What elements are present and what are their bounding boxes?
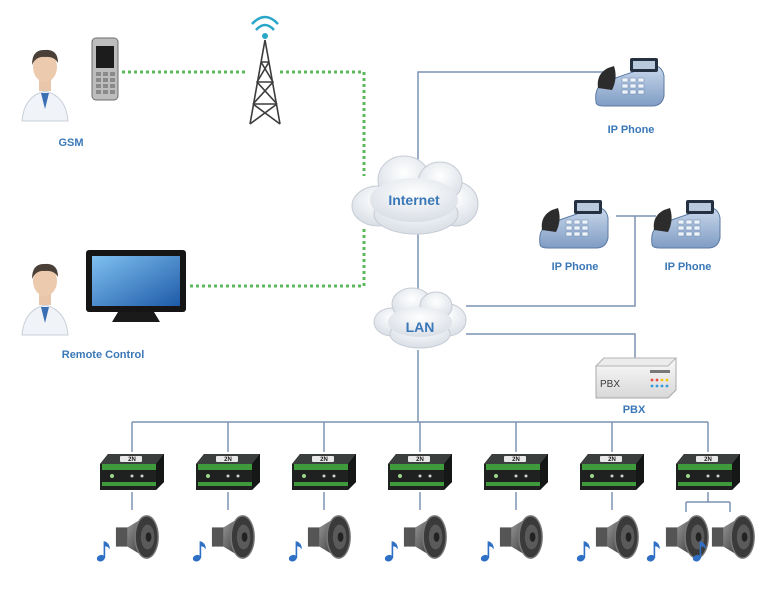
music-note-icon	[384, 541, 398, 563]
device-badge-text: 2N	[128, 457, 136, 463]
audio-device-7: 2N	[646, 454, 755, 563]
audio-devices: 2N 2N 2N 2N 2N 2N 2N	[96, 454, 755, 563]
gsm-label: GSM	[58, 137, 83, 149]
music-note-icon	[576, 541, 590, 563]
ip-phone-icon	[595, 57, 665, 107]
device-badge-text: 2N	[224, 457, 232, 463]
ip-phone-top-label: IP Phone	[608, 124, 655, 136]
speaker-icon	[403, 515, 447, 559]
audio-device-1: 2N	[96, 454, 164, 563]
wireless-links	[122, 70, 366, 288]
ip-phone-mid-left: IP Phone	[539, 199, 609, 273]
device-badge-text: 2N	[416, 457, 424, 463]
tower-to-internet-link	[280, 70, 366, 176]
music-note-icon	[96, 541, 110, 563]
speaker-unit	[192, 515, 255, 563]
music-note-icon	[646, 541, 660, 563]
internet-to-ip-phone-line	[417, 71, 610, 165]
speaker-icon	[665, 515, 709, 559]
speaker-icon	[211, 515, 255, 559]
pbx-device-text: PBX	[600, 379, 620, 390]
audio-device-4: 2N	[384, 454, 452, 563]
music-note-icon	[192, 541, 206, 563]
monitor-icon	[86, 250, 186, 322]
lan-label: LAN	[406, 319, 435, 335]
ip-phone-icon	[651, 199, 721, 249]
device-badge-text: 2N	[320, 457, 328, 463]
speaker-unit	[96, 515, 159, 563]
antenna-tower-icon	[249, 15, 281, 125]
speaker-icon	[499, 515, 543, 559]
pbx-node: PBX PBX	[594, 357, 678, 416]
person-icon	[21, 49, 69, 122]
audio-device-6: 2N	[576, 454, 644, 563]
person-icon	[21, 263, 69, 336]
device-badge-text: 2N	[704, 457, 712, 463]
pbx-icon: PBX	[594, 357, 678, 399]
audio-device-2: 2N	[192, 454, 260, 563]
ip-phone-mid-right: IP Phone	[651, 199, 721, 273]
internet-label: Internet	[388, 192, 440, 208]
speaker-unit	[288, 515, 351, 563]
speaker-unit	[480, 515, 543, 563]
speaker-icon	[115, 515, 159, 559]
ip-phone-mid-left-label: IP Phone	[552, 261, 599, 273]
speaker-icon	[711, 515, 755, 559]
ip-phone-mid-right-label: IP Phone	[665, 261, 712, 273]
ip-phone-icon	[539, 199, 609, 249]
audio-device-5: 2N	[480, 454, 548, 563]
lan-to-pbx-line	[466, 333, 636, 358]
pbx-label: PBX	[623, 404, 646, 416]
device-badge-text: 2N	[512, 457, 520, 463]
speaker-unit	[384, 515, 447, 563]
remote-control-node: Remote Control	[21, 250, 186, 361]
speaker-icon	[307, 515, 351, 559]
speaker-link-7	[685, 492, 731, 512]
remote-control-label: Remote Control	[62, 349, 145, 361]
remote-to-internet-link	[190, 226, 366, 288]
music-note-icon	[480, 541, 494, 563]
ip-phone-top: IP Phone	[595, 57, 665, 136]
lan-cloud: LAN	[373, 287, 467, 349]
gsm-node: GSM	[21, 37, 119, 149]
speaker-unit	[576, 515, 639, 563]
music-note-icon	[288, 541, 302, 563]
audio-device-3: 2N	[288, 454, 356, 563]
device-badge-text: 2N	[608, 457, 616, 463]
mobile-phone-icon	[91, 37, 119, 101]
speaker-icon	[595, 515, 639, 559]
lan-to-ip-phones-line	[466, 216, 636, 307]
wired-connections	[131, 71, 731, 512]
internet-cloud: Internet	[351, 155, 479, 235]
